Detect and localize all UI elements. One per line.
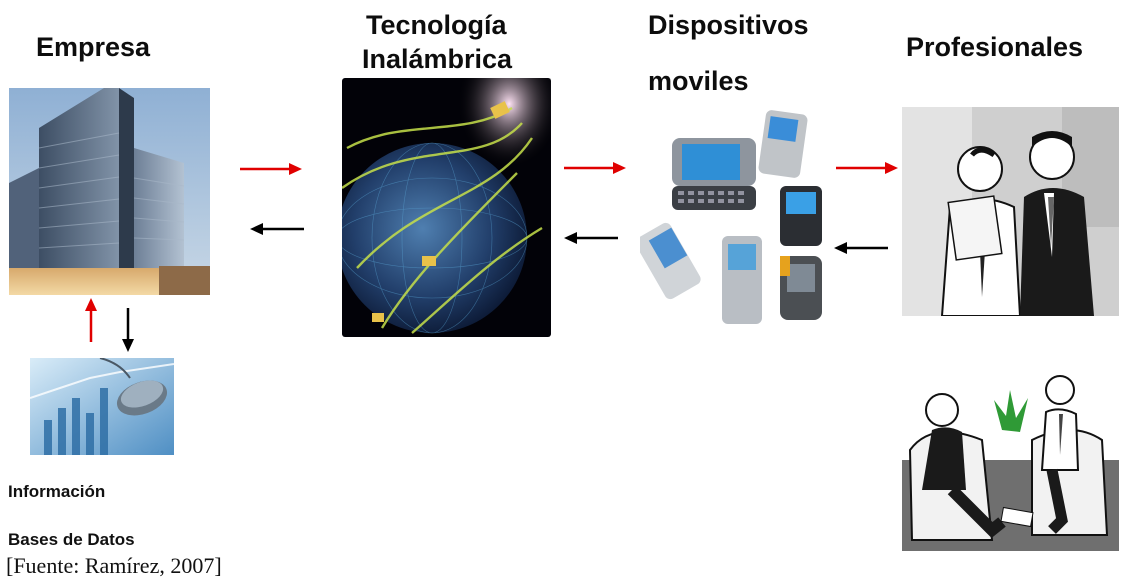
label-informacion: Información xyxy=(8,482,106,501)
heading-dispositivos-line1: Dispositivos xyxy=(648,10,809,40)
mobile-devices-icon xyxy=(640,108,826,326)
heading-tecnologia-line1: Tecnología xyxy=(366,10,507,40)
arrow-empresa-to-informacion xyxy=(121,308,135,352)
heading-tecnologia: Tecnología Inalámbrica xyxy=(362,8,512,76)
heading-dispositivos-line2: moviles xyxy=(648,66,749,96)
arrow-tecnologia-to-empresa xyxy=(250,222,304,236)
heading-dispositivos: Dispositivos moviles xyxy=(648,8,809,98)
source-citation: [Fuente: Ramírez, 2007] xyxy=(6,553,222,578)
arrow-dispositivos-to-profesionales xyxy=(836,161,898,175)
business-meeting-seated-icon xyxy=(902,340,1119,551)
business-meeting-standing-icon xyxy=(902,107,1119,316)
heading-tecnologia-line2: Inalámbrica xyxy=(362,44,513,74)
arrow-tecnologia-to-dispositivos xyxy=(564,161,626,175)
label-bases-de-datos: Bases de Datos xyxy=(8,530,135,549)
skyscraper-photo-icon xyxy=(9,88,210,295)
heading-profesionales: Profesionales xyxy=(906,32,1084,62)
heading-empresa: Empresa xyxy=(36,32,151,62)
satellite-globe-icon xyxy=(342,78,551,337)
chart-mouse-photo-icon xyxy=(30,358,174,455)
arrow-profesionales-to-dispositivos xyxy=(834,241,888,255)
arrow-empresa-to-tecnologia xyxy=(240,162,302,176)
arrow-dispositivos-to-tecnologia xyxy=(564,231,618,245)
arrow-informacion-to-empresa xyxy=(84,298,98,342)
